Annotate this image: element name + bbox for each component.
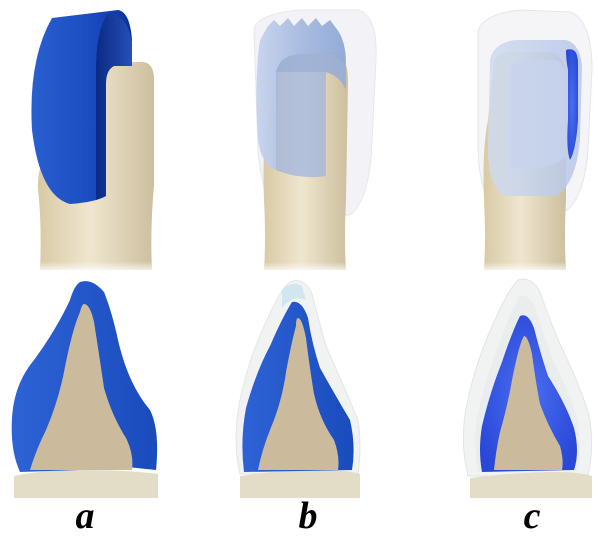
panel-a-cross-section <box>12 281 158 498</box>
stump-fade <box>36 230 156 272</box>
panel-label-b: b <box>278 496 338 536</box>
stump-fade <box>260 232 352 272</box>
panel-a-crown-view <box>31 10 156 272</box>
panel-label-a: a <box>55 496 115 536</box>
root-base <box>240 470 360 498</box>
translucent-inner <box>510 60 566 169</box>
panel-c-cross-section <box>463 279 592 498</box>
panel-label-c: c <box>502 496 562 536</box>
root-base <box>14 470 158 498</box>
panel-c-crown-view <box>478 10 592 272</box>
panel-b-cross-section <box>236 281 360 499</box>
stump-fade <box>480 232 572 272</box>
panel-b-crown-view <box>254 10 376 272</box>
ceramic-side <box>276 72 326 177</box>
